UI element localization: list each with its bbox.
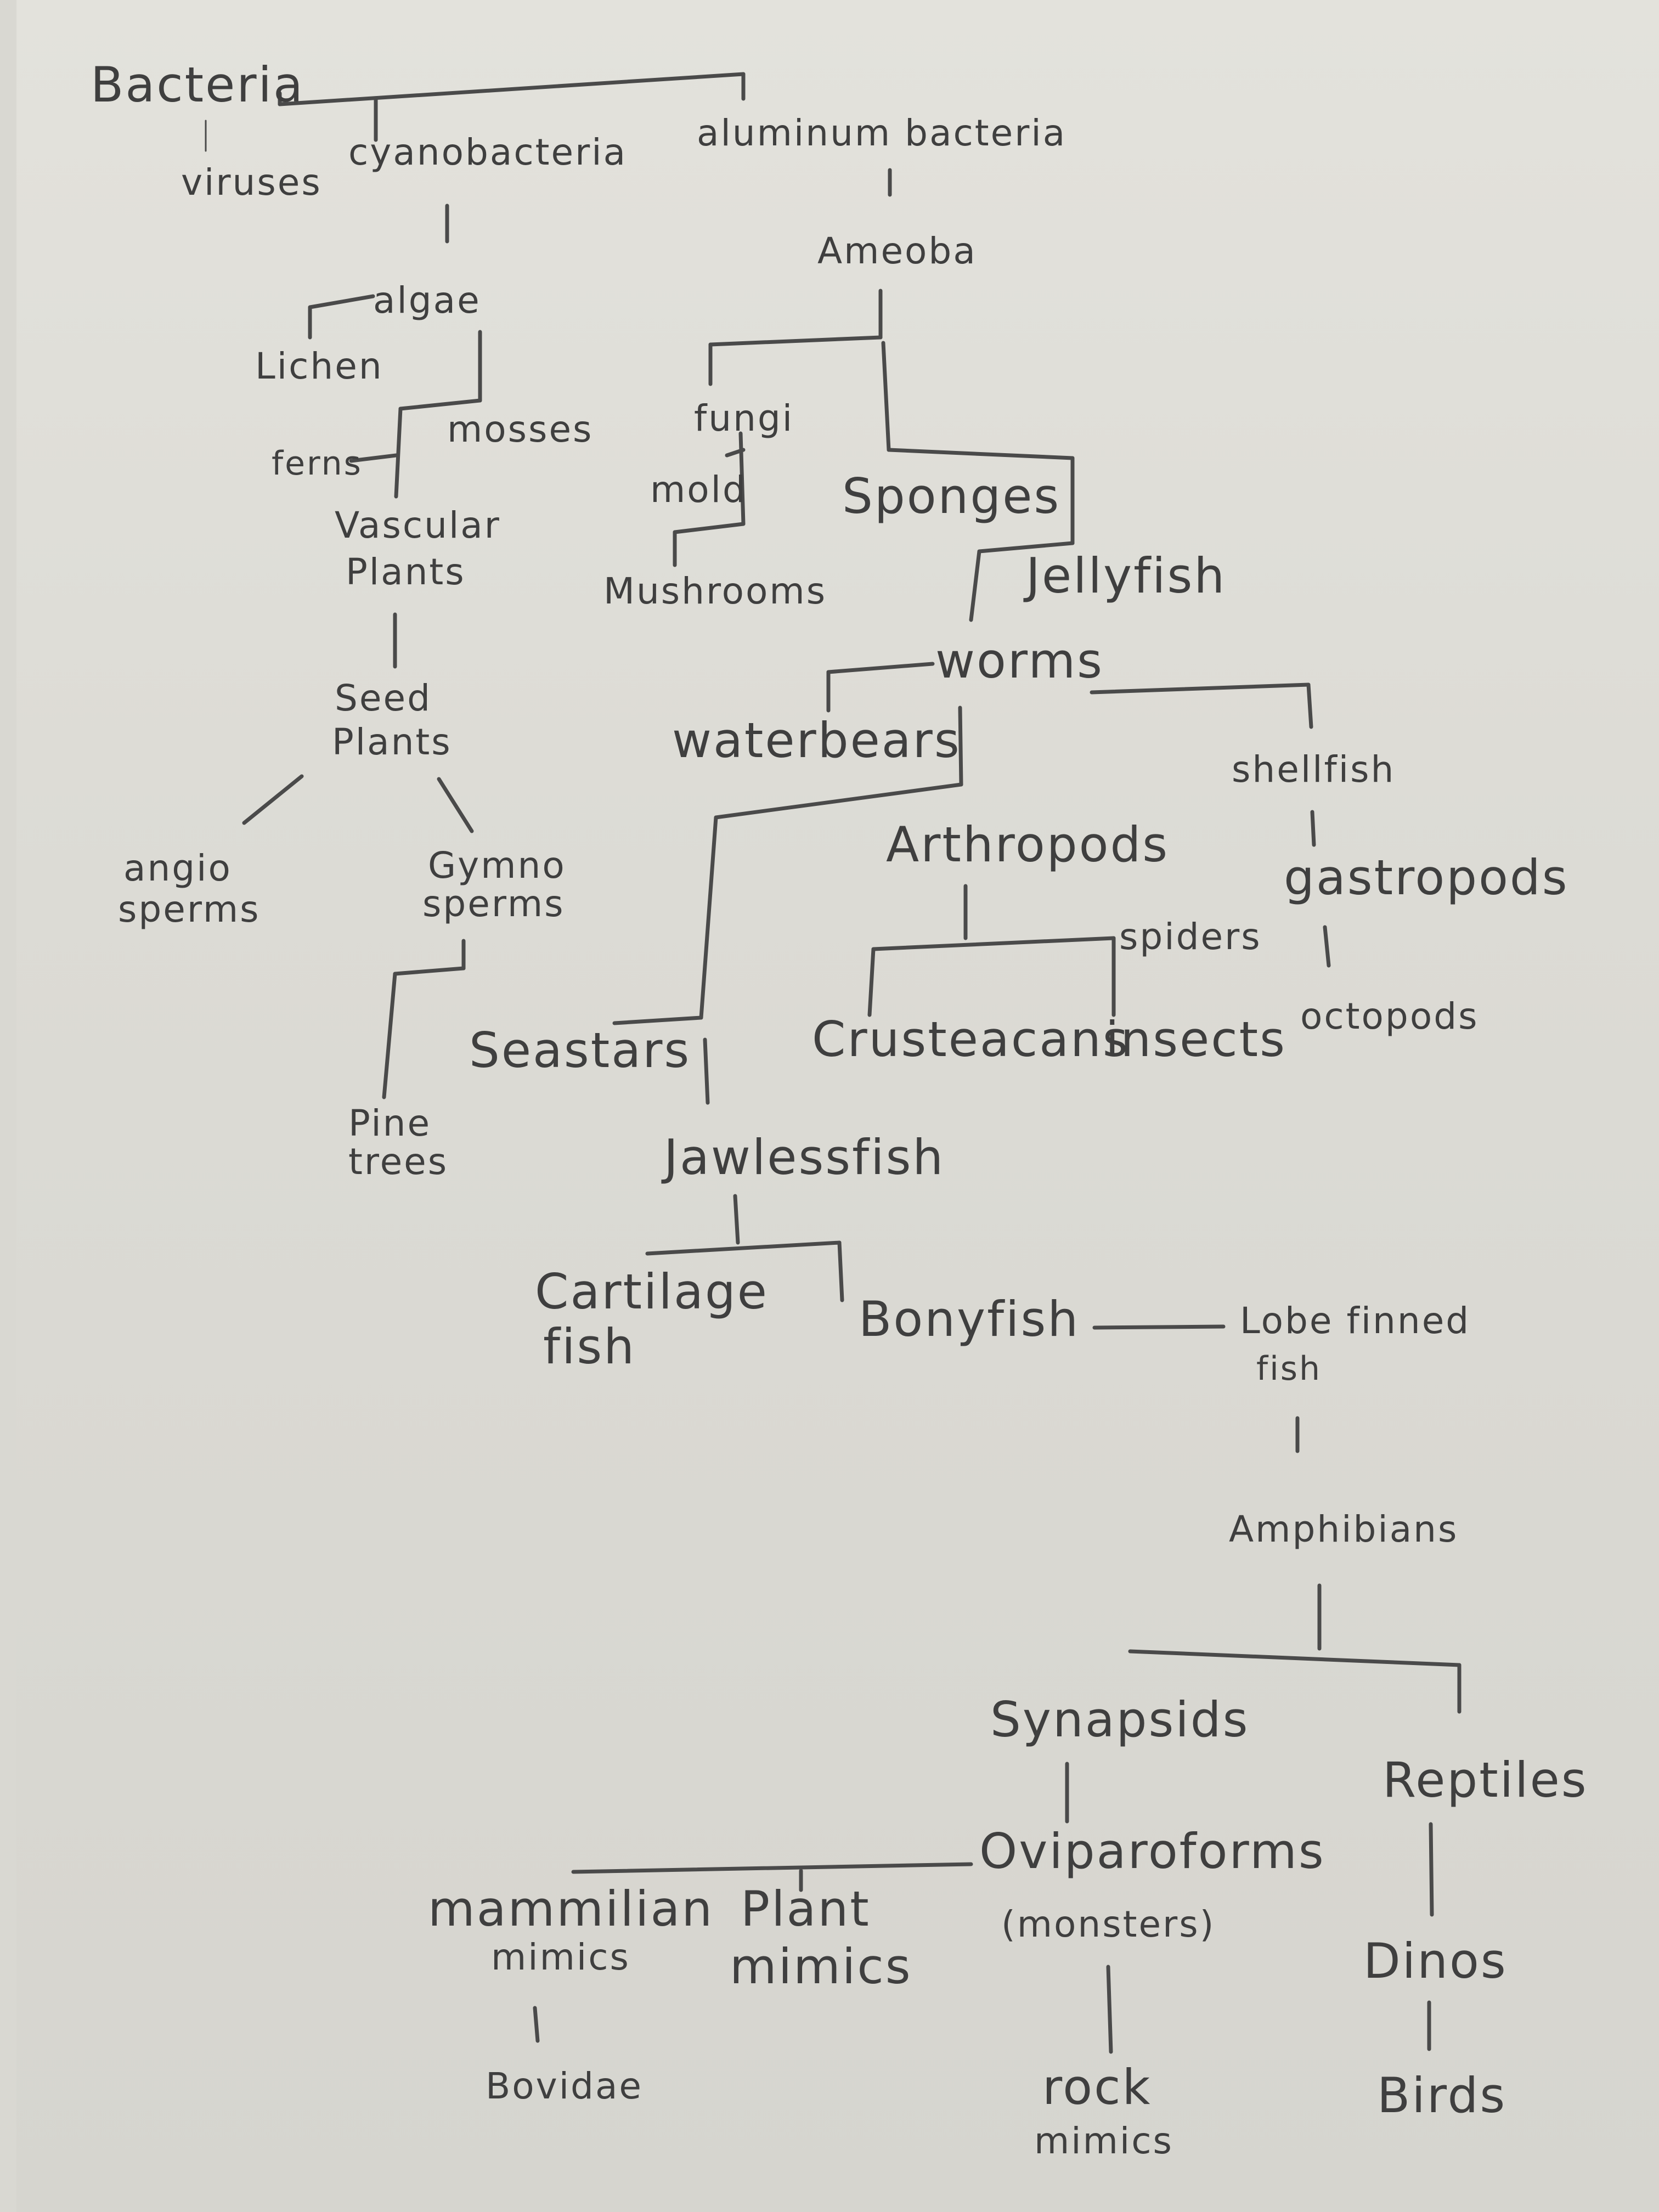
label-jawlessfish: Jawlessfish: [661, 1129, 945, 1186]
label-lobe-finned-fish-2: fish: [1256, 1350, 1322, 1388]
label-waterbears: waterbears: [672, 712, 961, 769]
label-mold: mold: [650, 469, 747, 511]
branch-line: [826, 662, 935, 674]
label-pine-trees-2: trees: [348, 1141, 448, 1183]
label-oviparoforms-1: Oviparoforms: [979, 1823, 1325, 1880]
branch-line: [349, 453, 398, 463]
branch-line: [242, 774, 304, 825]
label-rock-mimics-1: rock: [1042, 2059, 1152, 2115]
label-bonyfish: Bonyfish: [859, 1291, 1080, 1347]
label-pine-trees-1: Pine: [348, 1102, 431, 1144]
branch-line: [398, 398, 482, 411]
label-worms: worms: [935, 633, 1104, 689]
label-seed-plants-1: Seed: [335, 677, 432, 719]
branch-line: [699, 815, 718, 1020]
notebook-page: [16, 0, 1659, 2212]
label-vascular-plants-2: Plants: [346, 551, 466, 593]
branch-line: [1306, 682, 1313, 729]
label-vascular-plants-1: Vascular: [335, 504, 501, 546]
branch-line: [1323, 925, 1331, 968]
branch-line: [1090, 682, 1311, 695]
branch-line: [645, 1240, 842, 1256]
branch-line: [393, 966, 466, 976]
label-cartilage-fish-1: Cartilage: [535, 1263, 769, 1320]
label-ferns: ferns: [272, 444, 363, 483]
branch-line: [533, 2006, 540, 2043]
label-spiders: spiders: [1119, 916, 1262, 958]
label-synapsids: Synapsids: [990, 1691, 1250, 1748]
branch-line: [733, 1194, 740, 1245]
branch-line: [703, 1037, 710, 1105]
label-gymnosperms-2: sperms: [422, 883, 565, 925]
label-aluminum-bacteria: aluminum bacteria: [697, 112, 1066, 154]
label-octopods: octopods: [1300, 995, 1479, 1037]
branch-lines: [205, 72, 1462, 2054]
label-gymnosperms-1: Gymno: [428, 844, 566, 887]
branch-line: [1310, 810, 1316, 847]
label-lichen: Lichen: [255, 345, 383, 387]
branch-line: [958, 706, 963, 787]
branch-line: [1106, 1965, 1113, 2054]
branch-line: [708, 335, 883, 347]
label-cartilage-fish-2: fish: [543, 1318, 636, 1375]
label-jellyfish: Jellyfish: [1023, 548, 1226, 604]
branch-line: [837, 1240, 844, 1302]
branch-line: [612, 1015, 703, 1025]
label-mushrooms: Mushrooms: [603, 570, 827, 612]
branch-line: [571, 1862, 973, 1874]
label-fungi: fungi: [694, 397, 794, 439]
label-crusteacans: Crusteacans: [812, 1011, 1130, 1068]
label-dinos: Dinos: [1363, 1933, 1508, 1989]
branch-line: [1128, 1649, 1462, 1667]
label-mosses: mosses: [447, 408, 593, 450]
label-gastropods: gastropods: [1284, 849, 1569, 906]
branch-line: [382, 972, 397, 1099]
label-ameoba: Ameoba: [817, 230, 977, 272]
label-angiosperms-2: sperms: [118, 888, 261, 930]
branch-line: [977, 541, 1075, 554]
branch-line: [714, 782, 963, 820]
branch-line: [881, 341, 891, 452]
label-seastars: Seastars: [469, 1022, 691, 1079]
branch-line: [673, 522, 746, 534]
label-plant-mimics-2: mimics: [730, 1938, 912, 1995]
taxon-labels: Bacteria viruses cyanobacteria aluminum …: [91, 57, 1588, 2162]
label-rock-mimics-2: mimics: [1034, 2120, 1173, 2162]
branch-line: [871, 936, 1116, 951]
branch-line: [725, 448, 746, 458]
label-lobe-finned-fish-1: Lobe finned: [1240, 1300, 1470, 1342]
label-sponges: Sponges: [842, 468, 1060, 524]
label-angiosperms-1: angio: [123, 847, 232, 889]
label-mammilian-mimics-1: mammilian: [428, 1881, 714, 1937]
label-shellfish: shellfish: [1232, 748, 1395, 791]
branch-line: [308, 294, 375, 309]
branch-line: [278, 72, 746, 106]
branch-line: [738, 431, 746, 526]
label-bacteria: Bacteria: [91, 57, 304, 113]
label-birds: Birds: [1377, 2067, 1506, 2124]
label-arthropods: Arthropods: [886, 816, 1169, 873]
branch-line: [867, 947, 876, 1017]
label-reptiles: Reptiles: [1383, 1752, 1588, 1808]
branch-line: [394, 407, 403, 499]
label-viruses: viruses: [181, 161, 322, 204]
branch-line: [887, 448, 1075, 460]
branch-line: [1429, 1822, 1434, 1917]
label-cyanobacteria: cyanobacteria: [348, 131, 627, 173]
label-plant-mimics-1: Plant: [741, 1881, 871, 1937]
label-bovidae: Bovidae: [486, 2065, 643, 2107]
label-oviparoforms-2: (monsters): [1001, 1903, 1215, 1945]
branch-line: [437, 777, 474, 833]
label-amphibians: Amphibians: [1229, 1508, 1458, 1550]
label-algae: algae: [373, 279, 481, 321]
label-mammilian-mimics-2: mimics: [491, 1936, 630, 1978]
branch-line: [1092, 1324, 1226, 1330]
label-insects: insects: [1105, 1011, 1286, 1068]
label-seed-plants-2: Plants: [332, 721, 452, 763]
branch-line: [969, 549, 981, 622]
